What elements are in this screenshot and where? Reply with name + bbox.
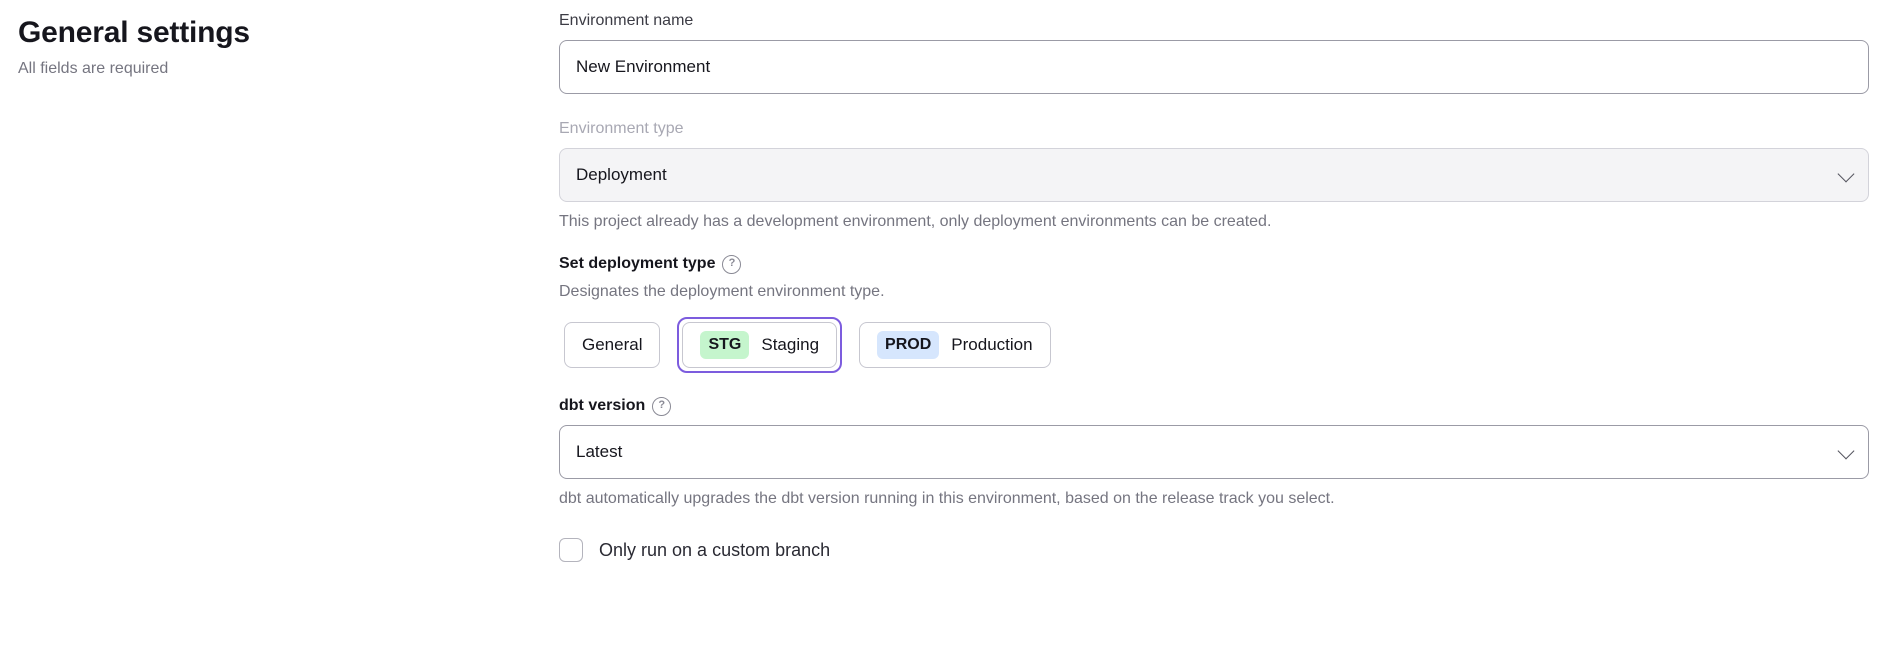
deployment-option-general-wrap: General — [559, 317, 665, 373]
chevron-down-icon — [1837, 442, 1855, 460]
deployment-option-general-label: General — [582, 335, 643, 354]
deployment-option-production-wrap: PROD Production — [854, 317, 1056, 373]
environment-name-label: Environment name — [559, 12, 694, 29]
deployment-type-helper: Designates the deployment environment ty… — [559, 283, 885, 300]
environment-type-label: Environment type — [559, 120, 684, 137]
dbt-version-value: Latest — [576, 442, 623, 461]
dbt-version-field: dbt version ? Latest dbt automatically u… — [559, 395, 1869, 510]
deployment-option-general[interactable]: General — [564, 322, 661, 368]
help-circle-icon[interactable]: ? — [722, 254, 742, 274]
help-circle-icon[interactable]: ? — [652, 396, 672, 416]
dbt-version-label-text: dbt version — [559, 397, 646, 414]
staging-badge: STG — [700, 331, 750, 359]
production-badge: PROD — [877, 331, 940, 359]
custom-branch-label: Only run on a custom branch — [599, 540, 831, 560]
page-subtitle: All fields are required — [18, 60, 169, 77]
dbt-version-select[interactable]: Latest — [559, 425, 1869, 479]
dbt-version-label: dbt version ? — [559, 395, 1869, 417]
deployment-type-options: General STG Staging PROD Production — [559, 317, 1869, 373]
deployment-type-label-text: Set deployment type — [559, 255, 716, 272]
environment-name-field: Environment name New Environment — [559, 10, 1869, 94]
custom-branch-row: Only run on a custom branch — [559, 538, 1869, 562]
page-title: General settings — [18, 16, 250, 49]
environment-type-helper: This project already has a development e… — [559, 213, 1272, 230]
deployment-option-staging-wrap: STG Staging — [677, 317, 843, 373]
page-header: General settings All fields are required — [18, 14, 488, 80]
deployment-type-field: Set deployment type ? Designates the dep… — [559, 253, 1869, 373]
environment-name-input[interactable]: New Environment — [559, 40, 1869, 94]
environment-type-value: Deployment — [576, 165, 667, 184]
dbt-version-helper: dbt automatically upgrades the dbt versi… — [559, 490, 1335, 507]
chevron-down-icon — [1837, 165, 1855, 183]
deployment-option-staging-label: Staging — [761, 335, 820, 354]
environment-type-select[interactable]: Deployment — [559, 148, 1869, 202]
deployment-option-production-label: Production — [951, 335, 1033, 354]
custom-branch-checkbox[interactable] — [559, 538, 583, 562]
deployment-type-label: Set deployment type ? — [559, 253, 1869, 275]
deployment-option-production[interactable]: PROD Production — [859, 322, 1051, 368]
deployment-option-staging[interactable]: STG Staging — [682, 322, 838, 368]
settings-form: Environment name New Environment Environ… — [559, 10, 1869, 562]
environment-type-field: Environment type Deployment This project… — [559, 118, 1869, 233]
